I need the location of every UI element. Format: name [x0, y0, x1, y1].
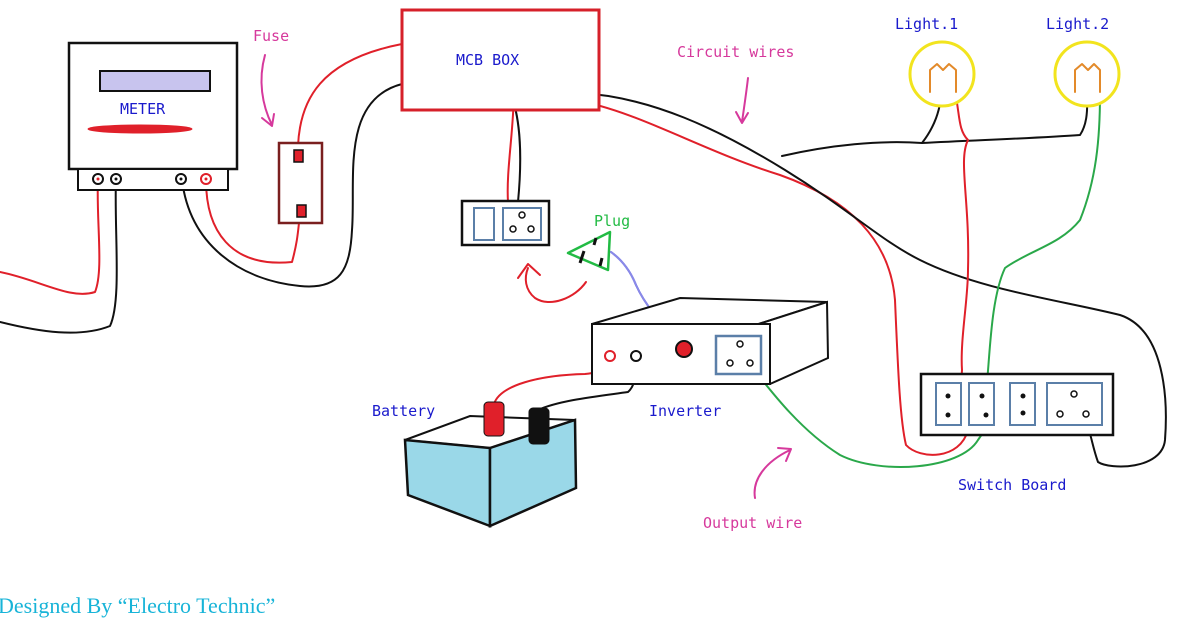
fuse-pointer-arrow	[260, 54, 275, 127]
meter-to-mcb-black-wire	[181, 83, 403, 288]
output-wire-label: Output wire	[703, 514, 802, 532]
light-1: Light.1	[895, 15, 976, 108]
inverter-red-terminal	[604, 350, 616, 362]
fuse-top-contact	[293, 149, 304, 163]
switch-3	[1009, 382, 1036, 426]
battery: Battery	[372, 401, 578, 528]
switch-1	[935, 382, 962, 426]
fuse-unit: Fuse	[253, 27, 324, 225]
inverter: Inverter	[591, 296, 830, 420]
light-2-filament	[1074, 63, 1101, 93]
mcb-box-label: MCB BOX	[456, 51, 519, 69]
switch-board-label: Switch Board	[958, 476, 1066, 494]
wall-socket	[460, 199, 551, 247]
switch-2	[968, 382, 995, 426]
plug-label: Plug	[594, 212, 630, 230]
meter-label: METER	[120, 100, 166, 118]
meter-disc	[87, 124, 193, 134]
meter-to-fuse-red-wire	[205, 179, 301, 264]
plug-head	[566, 230, 612, 272]
circuit-black-wire	[577, 92, 1167, 468]
designer-credit: Designed By “Electro Technic”	[0, 593, 275, 618]
meter-display	[99, 70, 211, 92]
light2-to-switch-green-wire	[985, 93, 1101, 393]
switch-board-socket	[1046, 382, 1103, 426]
energy-meter: METER	[67, 41, 239, 191]
light-2-label: Light.2	[1046, 15, 1109, 33]
switch-board: Switch Board	[919, 372, 1115, 494]
light-1-bulb	[908, 40, 976, 108]
light-2: Light.2	[1046, 15, 1121, 108]
battery-positive-terminal	[483, 401, 505, 437]
inverter-label: Inverter	[649, 402, 721, 420]
wall-socket-switch	[473, 207, 495, 241]
mcb-box-body	[400, 8, 601, 112]
light-1-label: Light.1	[895, 15, 958, 33]
mcb-box: MCB BOX	[400, 8, 601, 112]
mains-red-wire	[0, 177, 101, 295]
circuit-wires-label: Circuit wires	[677, 43, 794, 61]
output-wire-pointer-arrow	[753, 447, 792, 499]
battery-negative-terminal	[528, 407, 550, 445]
light-2-bulb	[1053, 40, 1121, 108]
plug-in-arrow	[517, 263, 587, 303]
fuse-bottom-contact	[296, 204, 307, 218]
fuse-to-mcb-red-wire	[297, 43, 403, 147]
circuit-red-wire	[574, 99, 969, 456]
fuse-label: Fuse	[253, 27, 289, 45]
mains-black-wire	[0, 177, 118, 334]
inverter-black-terminal	[630, 350, 642, 362]
light1-to-switch-red-wire	[949, 91, 970, 399]
light-1-filament	[929, 63, 957, 93]
circuit-wires-pointer-arrow	[735, 77, 749, 124]
meter-body	[67, 41, 239, 171]
inverter-input-socket	[675, 340, 693, 358]
battery-front	[403, 438, 492, 528]
battery-label: Battery	[372, 402, 435, 420]
